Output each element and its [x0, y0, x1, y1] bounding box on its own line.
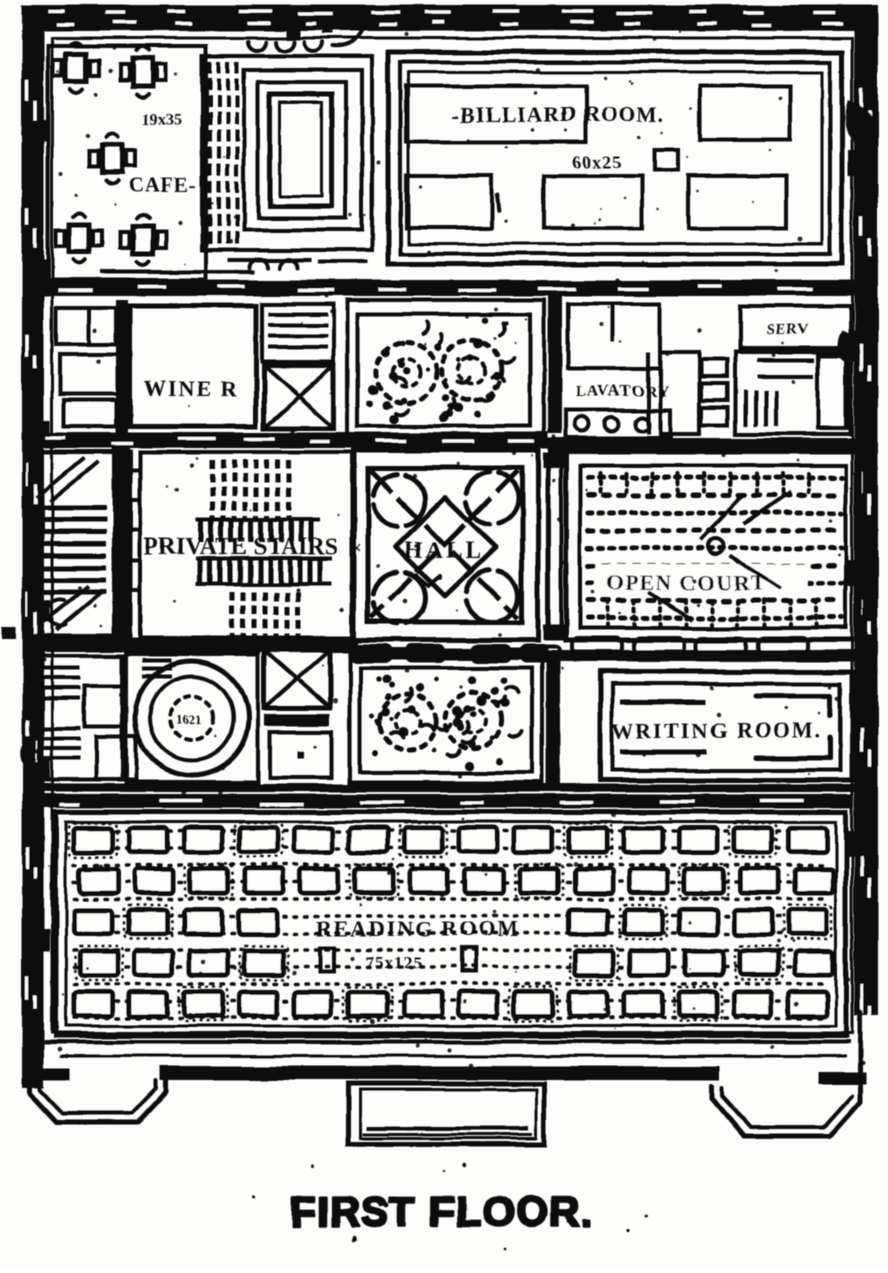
svg-text:HALL: HALL — [404, 538, 484, 564]
svg-text:PRIVATE STAIRS: PRIVATE STAIRS — [144, 534, 338, 560]
svg-text:1621: 1621 — [176, 712, 202, 727]
svg-text:SERV: SERV — [766, 322, 810, 338]
svg-text:WINE R: WINE R — [144, 376, 239, 401]
svg-text:LAVATORY: LAVATORY — [576, 383, 669, 400]
svg-text:CAFE-: CAFE- — [128, 173, 197, 197]
svg-text:OPEN COURT: OPEN COURT — [606, 570, 766, 595]
svg-text:19x35: 19x35 — [142, 111, 182, 128]
svg-text:-BILLIARD ROOM.: -BILLIARD ROOM. — [452, 102, 665, 127]
svg-text:60x25: 60x25 — [572, 152, 622, 172]
svg-text:75x125: 75x125 — [366, 953, 423, 972]
svg-text:×: × — [352, 537, 362, 557]
svg-text:WRITING ROOM.: WRITING ROOM. — [612, 718, 823, 743]
svg-text:FIRST FLOOR.: FIRST FLOOR. — [290, 1188, 594, 1235]
svg-text:READING ROOM: READING ROOM — [316, 916, 520, 941]
